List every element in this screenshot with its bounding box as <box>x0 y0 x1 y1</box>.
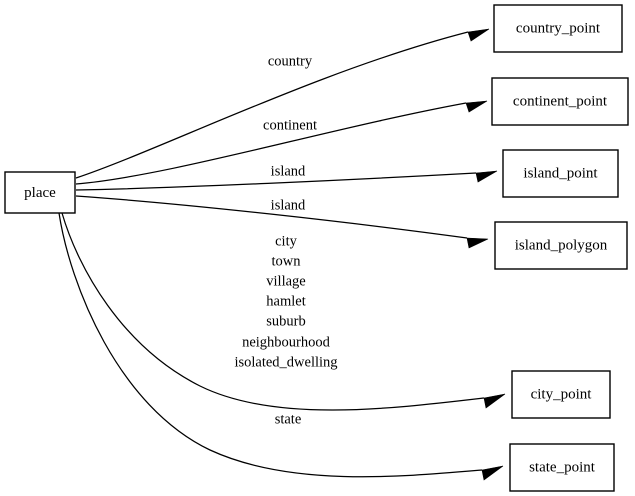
edges-group <box>58 28 506 481</box>
node-country-point[interactable]: country_point <box>493 4 623 53</box>
edge-place-to-island-point[interactable] <box>75 170 498 191</box>
edge-path-country <box>75 31 469 179</box>
node-island-point[interactable]: island_point <box>502 149 619 198</box>
node-state-point-box <box>509 443 615 492</box>
edge-label-city-line-isolated-dwelling: isolated_dwelling <box>234 354 337 370</box>
node-continent-point-box <box>491 77 629 126</box>
edge-label-city-line-village: village <box>266 273 305 289</box>
node-country-point-label: country_point <box>516 20 601 36</box>
arrow-head-state <box>481 465 504 481</box>
node-island-polygon[interactable]: island_polygon <box>494 221 628 270</box>
edge-path-island-point <box>75 172 477 191</box>
edge-place-to-country-point[interactable] <box>75 28 490 179</box>
edge-place-to-island-polygon[interactable] <box>75 195 489 249</box>
node-city-point[interactable]: city_point <box>511 370 611 419</box>
node-city-point-label: city_point <box>531 386 593 402</box>
edge-label-island-polygon: island <box>271 197 306 213</box>
edge-label-city-line-suburb: suburb <box>266 313 305 329</box>
node-state-point[interactable]: state_point <box>509 443 615 492</box>
edge-path-continent <box>75 102 467 185</box>
node-island-polygon-label: island_polygon <box>515 237 608 253</box>
node-continent-point[interactable]: continent_point <box>491 77 629 126</box>
edge-path-island-polygon <box>75 195 468 239</box>
edge-path-city <box>61 212 485 411</box>
edge-labels-group: country continent island island city tow… <box>234 53 337 427</box>
node-country-point-box <box>493 4 623 53</box>
edge-label-city-line-hamlet: hamlet <box>266 293 305 309</box>
edge-label-state: state <box>275 411 302 427</box>
edge-label-continent: continent <box>263 117 317 133</box>
node-island-polygon-box <box>494 221 628 270</box>
arrow-head-country <box>467 28 490 42</box>
node-city-point-box <box>511 370 611 419</box>
arrow-head-island-polygon <box>466 237 489 249</box>
edge-label-city-line-town: town <box>272 253 302 269</box>
edge-path-state <box>58 212 483 478</box>
arrow-head-continent <box>465 100 488 113</box>
node-state-point-label: state_point <box>529 459 596 475</box>
edge-label-city-line-city: city <box>275 233 297 249</box>
node-place-box <box>4 171 76 214</box>
node-place-label: place <box>24 185 56 201</box>
edge-place-to-continent-point[interactable] <box>75 100 488 185</box>
edge-label-city-block: city town village hamlet suburb neighbou… <box>234 233 337 370</box>
nodes-group: place country_point continent_point isla… <box>4 4 629 492</box>
edge-label-island-point: island <box>271 163 306 179</box>
edge-label-country: country <box>268 53 313 69</box>
node-place[interactable]: place <box>4 171 76 214</box>
node-island-point-box <box>502 149 619 198</box>
arrow-head-island-point <box>475 170 498 183</box>
node-island-point-label: island_point <box>523 165 598 181</box>
arrow-head-city <box>483 393 506 409</box>
edge-place-to-state-point[interactable] <box>58 212 504 481</box>
edge-place-to-city-point[interactable] <box>61 212 506 411</box>
edge-label-city-line-neighbourhood: neighbourhood <box>242 334 331 350</box>
node-continent-point-label: continent_point <box>513 93 608 109</box>
